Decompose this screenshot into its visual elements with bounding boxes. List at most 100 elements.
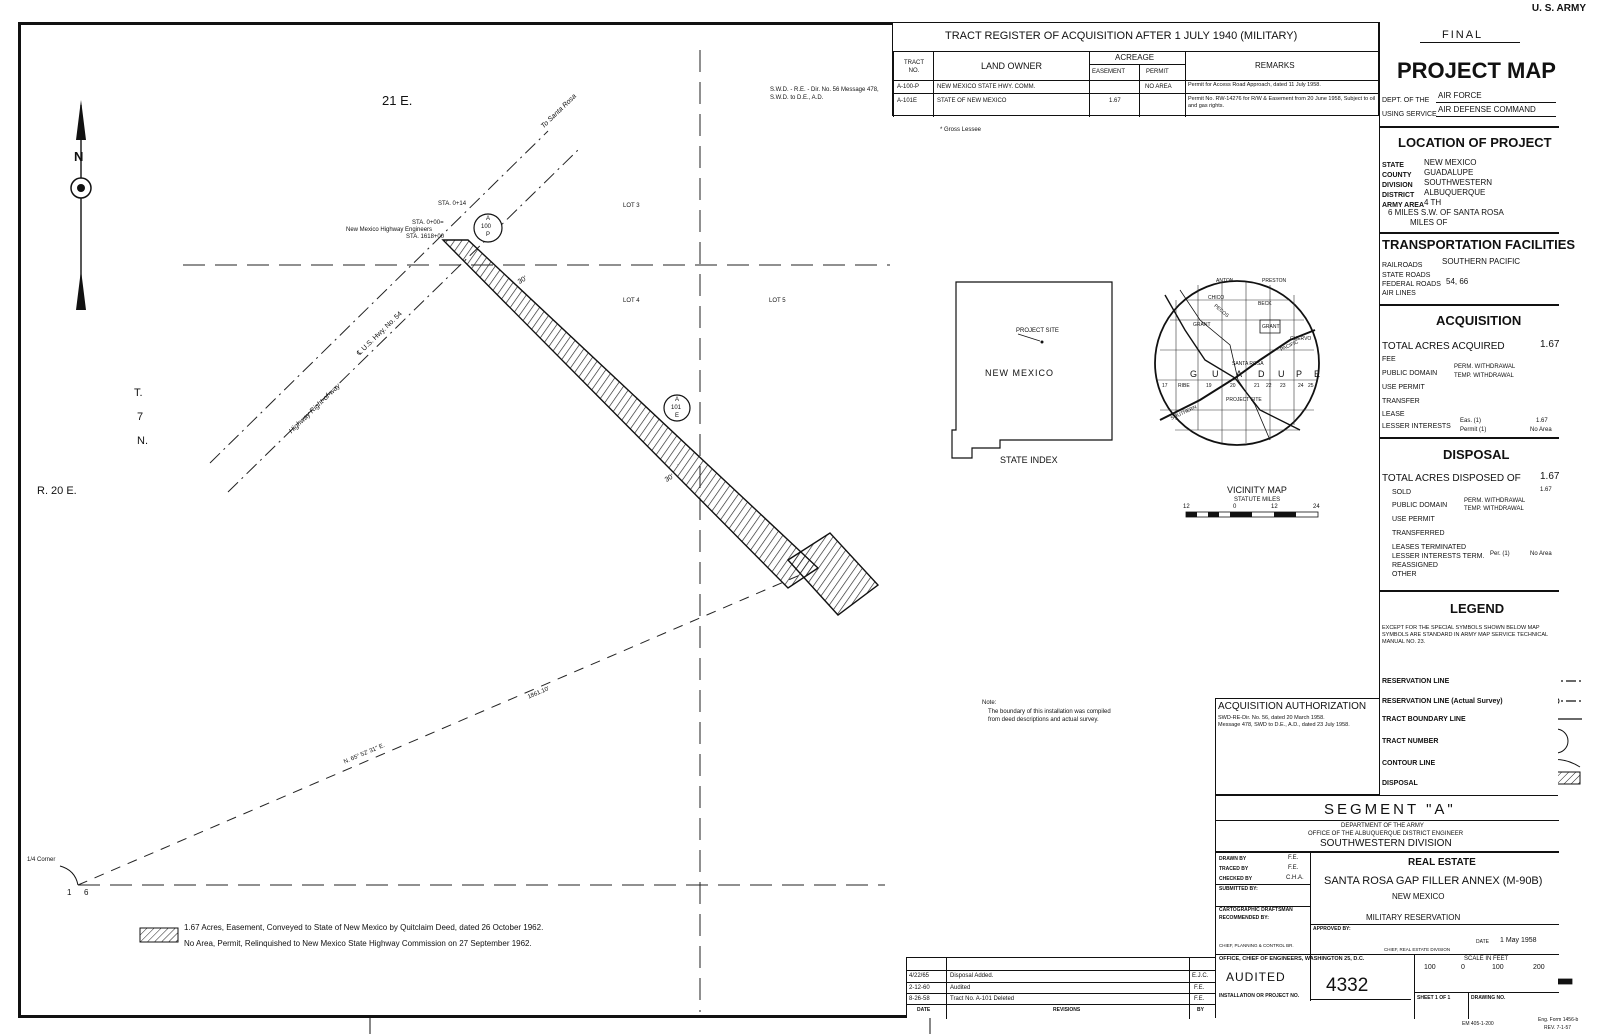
- tb-installation-label: INSTALLATION OR PROJECT NO.: [1219, 993, 1300, 999]
- state-index-state: NEW MEXICO: [985, 368, 1055, 378]
- title-block: SEGMENT "A" DEPARTMENT OF THE ARMY OFFIC…: [1215, 795, 1559, 1019]
- authorization-line2: Message 478, SWD to D.E., A.D., dated 23…: [1218, 722, 1350, 728]
- tb-traced-val: F.E.: [1288, 865, 1299, 871]
- vicinity-scale-24: 24: [1313, 504, 1320, 510]
- row2-owner: STATE OF NEW MEXICO: [937, 98, 1007, 104]
- tb-office-chief: OFFICE, CHIEF OF ENGINEERS, WASHINGTON 2…: [1219, 956, 1365, 962]
- tb-drawn: DRAWN BY: [1219, 856, 1247, 862]
- tb-date-value: 1 May 1958: [1500, 937, 1537, 944]
- acq-temp-withdrawal: TEMP. WITHDRAWAL: [1454, 373, 1514, 379]
- final-label: FINAL: [1442, 29, 1484, 41]
- north-label: N: [74, 149, 84, 164]
- rev-by-head: BY: [1197, 1007, 1204, 1013]
- legend-item-3: TRACT BOUNDARY LINE: [1382, 716, 1466, 723]
- acq-perm-withdrawal: PERM. WITHDRAWAL: [1454, 364, 1516, 370]
- range-top-label: 21 E.: [382, 93, 413, 108]
- range-17: 17: [1162, 383, 1168, 389]
- tb-dept: DEPARTMENT OF THE ARMY: [1341, 823, 1424, 829]
- acq-public: PUBLIC DOMAIN: [1382, 370, 1438, 377]
- vicinity-santa-rosa: SANTA ROSA: [1232, 361, 1264, 367]
- acq-permit1: Permit (1): [1460, 427, 1487, 433]
- vicinity-scale-12b: 12: [1271, 504, 1278, 510]
- easement-parcel: [786, 532, 880, 616]
- tb-carto: CARTOGRAPHIC DRAFTSMAN: [1219, 907, 1293, 913]
- township-n: N.: [137, 435, 148, 447]
- disp-other: OTHER: [1392, 571, 1417, 578]
- tb-recommended: RECOMMENDED BY:: [1219, 915, 1269, 921]
- col-tract: TRACT NO.: [904, 60, 924, 74]
- legend-hatch-swatch: [139, 927, 179, 943]
- vicinity-scale-0: 0: [1233, 504, 1237, 510]
- county-letter-d: D: [1258, 369, 1265, 379]
- tract-a101-num: 101: [671, 405, 682, 411]
- col-easement: EASEMENT: [1092, 69, 1126, 75]
- legend-item-5: CONTOUR LINE: [1382, 760, 1436, 767]
- tb-real-estate: REAL ESTATE: [1408, 857, 1476, 868]
- range-19: 19: [1206, 383, 1212, 389]
- row2-tract: A-101E: [897, 98, 918, 104]
- vicinity-beck: BECK: [1258, 301, 1272, 307]
- tb-project-no: 4332: [1326, 975, 1369, 996]
- township-7: 7: [137, 411, 144, 423]
- vicinity-map-circle: [1154, 280, 1320, 446]
- legend-item-1: RESERVATION LINE: [1382, 678, 1450, 685]
- district-label: DISTRICT: [1382, 192, 1415, 199]
- footer-form: Eng. Form 1456-b: [1538, 1017, 1579, 1023]
- dept-value: AIR FORCE: [1438, 91, 1482, 100]
- lot4-label: LOT 4: [623, 298, 640, 304]
- county-label: COUNTY: [1382, 172, 1412, 179]
- disp-use-permit: USE PERMIT: [1392, 516, 1435, 523]
- footer-em: EM 405-1-200: [1462, 1021, 1494, 1027]
- tract-a101-e: E: [675, 413, 680, 419]
- lot5-label: LOT 5: [769, 298, 786, 304]
- note-head: Note:: [982, 700, 997, 706]
- rev3-text: Tract No. A-101 Deleted: [950, 996, 1015, 1002]
- acq-eas: Eas. (1): [1460, 418, 1482, 424]
- row1-tract: A-100-P: [897, 84, 920, 90]
- tract-a100-a: A: [486, 216, 491, 222]
- disp-sold-val: 1.67: [1540, 487, 1552, 493]
- acq-lease: LEASE: [1382, 411, 1405, 418]
- tb-checked-val: C.H.A.: [1286, 875, 1304, 881]
- authorization-line1: SWD-RE-Dir. No. 56, dated 20 March 1958.: [1218, 715, 1325, 721]
- legend-item-6: DISPOSAL: [1382, 780, 1418, 787]
- legend-note: EXCEPT FOR THE SPECIAL SYMBOLS SHOWN BEL…: [1382, 625, 1548, 645]
- tb-checked: CHECKED BY: [1219, 876, 1253, 882]
- disp-sold: SOLD: [1392, 489, 1412, 496]
- highway-row-line: [227, 149, 579, 493]
- legend-item-4: TRACT NUMBER: [1382, 738, 1439, 745]
- tb-chief-mapping: CHIEF, PLANNING & CONTROL BR.: [1219, 943, 1294, 948]
- disp-public: PUBLIC DOMAIN: [1392, 502, 1448, 509]
- north-arrow-head: [76, 100, 86, 140]
- railroads-label: RAILROADS: [1382, 262, 1423, 269]
- range-24: 24: [1298, 383, 1304, 389]
- vicinity-project-site: PROJECT SITE: [1226, 397, 1262, 403]
- acq-permit1-val: No Area: [1530, 427, 1552, 433]
- disp-reassigned: REASSIGNED: [1392, 562, 1438, 569]
- disposal-head: DISPOSAL: [1443, 447, 1510, 462]
- miles-line-1: 6 MILES S.W. OF SANTA ROSA: [1388, 208, 1504, 217]
- col-remarks: REMARKS: [1255, 61, 1295, 70]
- new-mexico-outline: [951, 281, 1113, 459]
- tb-scale-0: 0: [1461, 964, 1465, 971]
- acquisition-head: ACQUISITION: [1436, 313, 1522, 328]
- legend-head: LEGEND: [1450, 601, 1505, 616]
- range-25: 25: [1308, 383, 1314, 389]
- county-letter-g: G: [1190, 369, 1198, 379]
- acq-transfer: TRANSFER: [1382, 398, 1420, 405]
- register-side-note: S.W.D. - R.E. - Dir. No. 56 Message 478,…: [770, 87, 879, 101]
- footer-rev: REV. 7-1-57: [1544, 1025, 1572, 1031]
- tb-approved: APPROVED BY:: [1313, 926, 1351, 932]
- county-letter-e: E: [1314, 369, 1321, 379]
- county-letter-a: A: [1236, 369, 1243, 379]
- army-label: ARMY AREA: [1382, 202, 1425, 209]
- tb-scale-100b: 100: [1492, 964, 1504, 971]
- tb-office: OFFICE OF THE ALBUQUERQUE DISTRICT ENGIN…: [1308, 831, 1464, 837]
- disp-perm-withdrawal: PERM. WITHDRAWAL: [1464, 498, 1526, 504]
- tb-sheet: SHEET 1 OF 1: [1417, 995, 1451, 1001]
- township-t: T.: [134, 387, 143, 399]
- tb-audited: AUDITED: [1226, 970, 1286, 984]
- tract-register-table: TRACT REGISTER OF ACQUISITION AFTER 1 JU…: [892, 22, 1380, 117]
- tb-submitted: SUBMITTED BY:: [1219, 886, 1258, 892]
- vicinity-grant-1: GRANT: [1193, 322, 1211, 328]
